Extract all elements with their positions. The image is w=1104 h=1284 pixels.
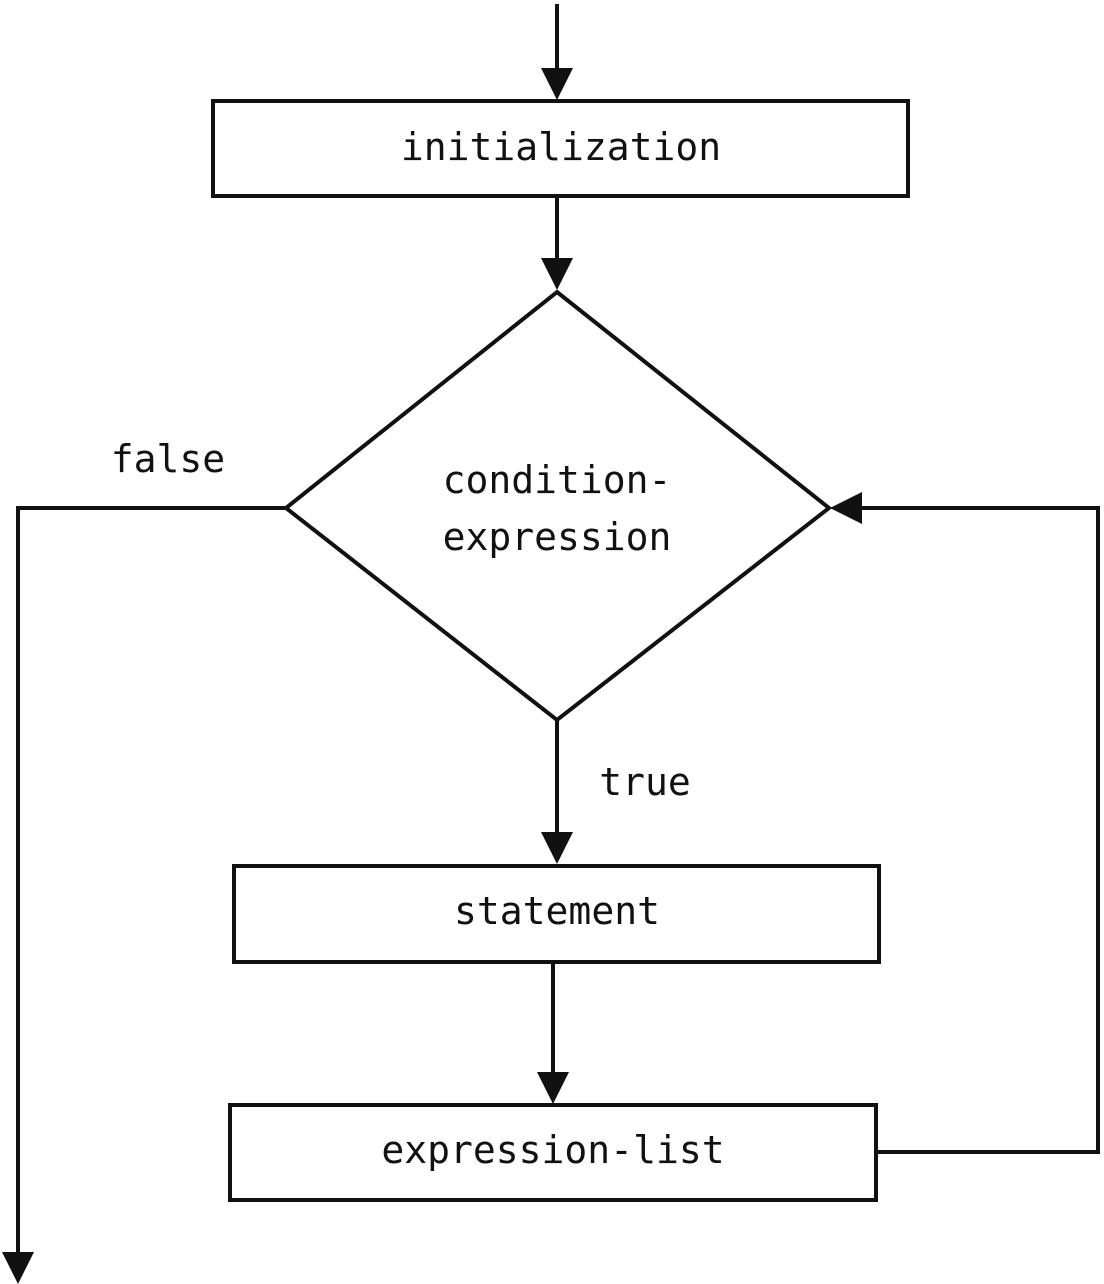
false-label: false bbox=[111, 437, 225, 481]
statement-node bbox=[232, 864, 881, 964]
entry-arrowhead bbox=[541, 68, 573, 100]
condition-label-line1: condition- bbox=[443, 458, 672, 502]
condition-node bbox=[282, 289, 833, 723]
expression-list-label: expression-list bbox=[381, 1128, 724, 1172]
true-label: true bbox=[599, 760, 691, 804]
statement-label: statement bbox=[454, 889, 660, 933]
initialization-node bbox=[211, 99, 910, 198]
loop-back-arrowhead bbox=[830, 492, 862, 524]
condition-label-line2: expression bbox=[443, 515, 672, 559]
init-to-condition-arrowhead bbox=[541, 258, 573, 290]
false-edge bbox=[16, 506, 286, 1256]
initialization-label: initialization bbox=[401, 125, 721, 169]
true-arrowhead bbox=[541, 832, 573, 864]
false-arrowhead bbox=[2, 1252, 34, 1284]
loop-back-edge bbox=[858, 506, 1100, 1154]
statement-to-expression-list-arrowhead bbox=[537, 1072, 569, 1104]
expression-list-node bbox=[228, 1103, 878, 1202]
